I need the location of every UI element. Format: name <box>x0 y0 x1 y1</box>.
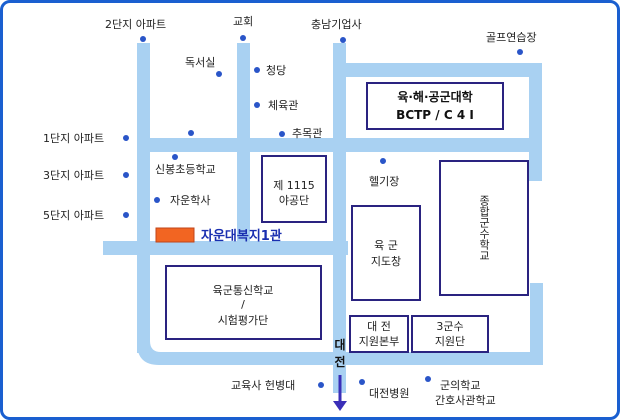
army-training-label-1: 육 군 <box>374 239 398 252</box>
dot-gyoyuksa <box>318 382 324 388</box>
building-unit-1115[interactable] <box>261 155 327 223</box>
label-chumokgwan: 추목관 <box>292 127 322 140</box>
building-daejeon-support[interactable] <box>349 315 409 353</box>
label-gyoyuksa: 교육사 헌병대 <box>231 379 295 392</box>
label-apt2: 2단지 아파트 <box>105 18 166 31</box>
label-golf: 골프연습장 <box>486 31 537 44</box>
dot-gymnasium <box>254 102 260 108</box>
dot-chungnam <box>340 37 346 43</box>
label-gymnasium: 체육관 <box>268 99 298 112</box>
building-logistics[interactable] <box>411 315 489 353</box>
signal-school-label-1: 육군통신학교 <box>213 284 274 297</box>
army-training-label-2: 지도창 <box>371 255 401 268</box>
buildings: 육·해·공군대학 BCTP / C 4 I 제 1115 야공단 종합군수학교 … <box>165 82 529 353</box>
army-college-label-2: BCTP / C 4 I <box>396 108 474 122</box>
dot-chumokgwan <box>279 131 285 137</box>
map-canvas: 육·해·공군대학 BCTP / C 4 I 제 1115 야공단 종합군수학교 … <box>43 15 543 411</box>
label-jayun: 자운학사 <box>170 194 210 207</box>
highlight-destination[interactable]: 자운대복지1관 <box>155 227 282 244</box>
label-heliport: 헬기장 <box>369 175 399 188</box>
general-school-label: 종합군수학교 <box>478 195 491 261</box>
dot-road-junction <box>188 130 194 136</box>
location-dots <box>123 35 523 388</box>
direction-label-2: 전 <box>334 354 345 369</box>
road-top-east <box>333 63 541 77</box>
road-middle-horizontal <box>137 138 542 152</box>
highlight-marker <box>155 227 195 243</box>
label-medical-1: 군의학교 <box>440 379 480 392</box>
road-central-horizontal <box>103 241 348 255</box>
label-apt1: 1단지 아파트 <box>43 132 104 145</box>
label-apt3: 3단지 아파트 <box>43 169 104 182</box>
logistics-label-2: 지원단 <box>435 335 465 348</box>
label-church: 교회 <box>233 15 253 28</box>
place-labels: 2단지 아파트 교회 충남기업사 골프연습장 독서실 청당 체육관 추목관 1단… <box>43 15 537 407</box>
daejeon-support-label-2: 지원본부 <box>359 335 399 348</box>
label-dokseosil: 독서실 <box>185 56 215 69</box>
direction-label-1: 대 <box>334 338 345 352</box>
label-chungnam: 충남기업사 <box>311 18 362 31</box>
dot-jayun <box>154 197 160 203</box>
dot-medical <box>425 376 431 382</box>
road-west-vertical <box>137 43 150 353</box>
signal-school-label-2: / <box>241 298 245 311</box>
roads <box>103 43 543 393</box>
highlight-label: 자운대복지1관 <box>201 228 282 244</box>
direction-arrow-icon <box>333 401 347 411</box>
dot-apt5 <box>123 212 129 218</box>
road-center-vertical <box>333 43 346 363</box>
dot-heliport <box>380 158 386 164</box>
dot-cheongdang <box>254 67 260 73</box>
logistics-label-1: 3군수 <box>436 320 463 333</box>
unit1115-label-2: 야공단 <box>279 194 309 207</box>
dot-apt3 <box>123 172 129 178</box>
dot-golf <box>517 49 523 55</box>
road-southeast-vertical <box>530 283 543 365</box>
label-sinbong: 신봉초등학교 <box>155 163 216 176</box>
label-cheongdang: 청당 <box>266 64 286 77</box>
road-south-stub <box>333 353 346 393</box>
dot-daejeon-hospital <box>359 379 365 385</box>
building-army-college[interactable] <box>366 82 504 130</box>
unit1115-label-1: 제 1115 <box>273 179 315 192</box>
dot-dokseosil <box>216 71 222 77</box>
building-signal-school[interactable] <box>165 265 322 340</box>
signal-school-label-3: 시험평가단 <box>218 314 269 327</box>
direction-daejeon: 대 전 <box>333 338 347 411</box>
dot-church <box>240 35 246 41</box>
building-general-school[interactable] <box>439 160 529 296</box>
dot-apt2 <box>140 36 146 42</box>
dot-sinbong <box>172 154 178 160</box>
dot-apt1 <box>123 135 129 141</box>
road-east-vertical <box>529 63 542 181</box>
label-apt5: 5단지 아파트 <box>43 209 104 222</box>
daejeon-support-label-1: 대 전 <box>367 320 391 333</box>
label-medical-2: 간호사관학교 <box>435 394 496 407</box>
army-college-label-1: 육·해·공군대학 <box>397 89 472 104</box>
label-daejeon-hospital: 대전병원 <box>369 387 409 400</box>
building-army-training[interactable] <box>351 205 421 301</box>
